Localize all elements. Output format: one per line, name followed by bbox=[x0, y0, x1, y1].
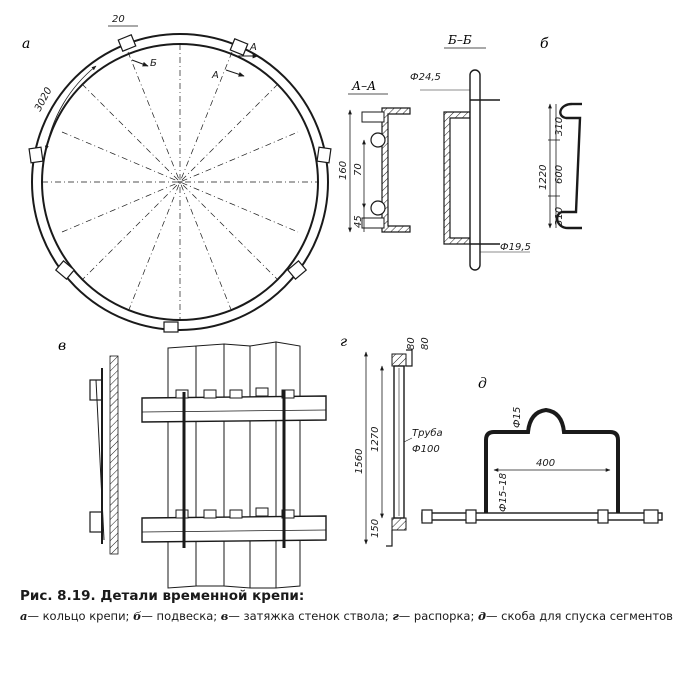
hanger-rod-section bbox=[469, 69, 481, 271]
gap-dimension-value: 20 bbox=[112, 14, 125, 25]
panel-label-g: г bbox=[340, 334, 347, 350]
aa-total-dimension: 160 bbox=[338, 161, 349, 180]
caption-letter-v: в bbox=[220, 609, 229, 623]
bb-channel bbox=[443, 111, 471, 245]
lagging-clamps bbox=[175, 387, 295, 519]
section-b-arrow bbox=[131, 59, 149, 67]
ring-outer bbox=[31, 33, 329, 331]
section-a-arrow-bottom bbox=[225, 69, 245, 77]
bracket-width: 400 bbox=[536, 458, 555, 469]
strut-pipe-label: Труба bbox=[412, 427, 443, 439]
strut-panel: г 1560 1270 80 80 150 Труба Ф100 bbox=[340, 334, 443, 547]
channel-profile bbox=[381, 107, 411, 233]
caption-letter-a: а bbox=[20, 609, 28, 623]
panel-label-d: д bbox=[478, 376, 487, 392]
bolt-upper bbox=[370, 132, 386, 148]
aa-lower-dimension: 45 bbox=[353, 215, 364, 228]
ring-joints bbox=[28, 34, 332, 333]
bracket-frame bbox=[484, 407, 620, 520]
hanger-upper-dimension: 310 bbox=[554, 117, 565, 136]
bracket-rod bbox=[421, 512, 663, 521]
caption-text-b: — подвеска; bbox=[141, 609, 221, 623]
bolt-lower bbox=[370, 200, 386, 216]
panel-label-v: в bbox=[58, 338, 66, 354]
hanger-panel: б 1220 310 600 310 bbox=[538, 36, 582, 230]
lagging-rails bbox=[141, 395, 327, 543]
figure-caption: Рис. 8.19. Детали временной крепи: а— ко… bbox=[20, 588, 685, 623]
strut-top-a: 80 bbox=[406, 337, 417, 350]
technical-drawing: а 3020 20 Б bbox=[22, 14, 663, 589]
caption-text-g: — распорка; bbox=[398, 609, 478, 623]
caption-text-a: — кольцо крепи; bbox=[27, 609, 134, 623]
section-b-letter: Б bbox=[150, 58, 157, 69]
caption-letter-b: б bbox=[133, 609, 142, 623]
caption-text-d: — скоба для спуска сегментов bbox=[485, 609, 673, 623]
arc-dimension-line bbox=[44, 65, 97, 151]
section-bb-title: Б–Б bbox=[447, 33, 472, 47]
panel-label-b: б bbox=[540, 36, 549, 52]
bracket-top-diameter: Ф15 bbox=[512, 407, 523, 428]
caption-letter-d: д bbox=[477, 609, 486, 623]
bb-bottom-diameter: Ф19,5 bbox=[500, 242, 531, 253]
caption-body: а— кольцо крепи; б— подвеска; в— затяжка… bbox=[20, 609, 685, 623]
lagging-boards bbox=[167, 341, 301, 589]
hanger-lower-dimension: 310 bbox=[554, 207, 565, 226]
hanger-total-dimension: 1220 bbox=[538, 165, 549, 190]
section-a-letter-bottom: А bbox=[211, 70, 219, 81]
section-aa: А–А 160 70 45 bbox=[338, 79, 411, 233]
panel-label-a: а bbox=[22, 36, 30, 52]
hanger-middle-dimension: 600 bbox=[554, 165, 565, 184]
strut-top-b: 80 bbox=[420, 337, 431, 350]
strut-total-dimension: 1560 bbox=[354, 449, 365, 474]
caption-title: Рис. 8.19. Детали временной крепи: bbox=[20, 588, 305, 604]
shaft-wall-section bbox=[109, 355, 119, 555]
aa-upper-dimension: 70 bbox=[353, 163, 364, 176]
bracket-panel: д 400 Ф15 Ф15–18 bbox=[421, 376, 663, 524]
strut-inner-dimension: 1270 bbox=[370, 427, 381, 452]
ring-center-lines bbox=[42, 44, 318, 320]
section-a-letter-top: А bbox=[249, 42, 257, 53]
bb-top-diameter: Ф24,5 bbox=[410, 72, 441, 83]
hanger-shape bbox=[556, 102, 582, 230]
strut-pipe-diameter: Ф100 bbox=[412, 444, 440, 455]
section-aa-title: А–А bbox=[351, 79, 376, 93]
lagging-panel: в bbox=[58, 338, 327, 589]
ring-panel: а 3020 20 Б bbox=[22, 14, 332, 333]
caption-text-v: — затяжка стенок ствола; bbox=[228, 609, 393, 623]
caption-letter-g: г bbox=[392, 609, 399, 623]
section-bb: Б–Б Ф24,5 Ф19,5 bbox=[410, 33, 531, 271]
strut-bottom-dimension: 150 bbox=[370, 519, 381, 538]
bracket-rod-diameter: Ф15–18 bbox=[498, 473, 509, 512]
